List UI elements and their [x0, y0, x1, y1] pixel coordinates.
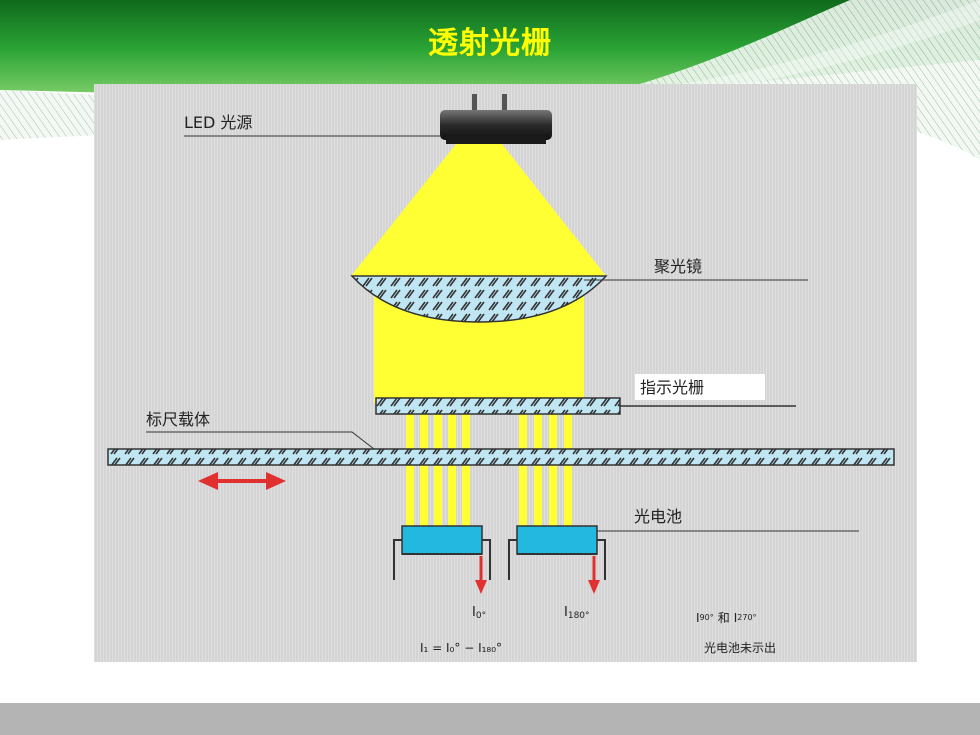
condenser-lens — [350, 275, 608, 323]
label-photocell: 光电池 — [634, 507, 682, 526]
led-source — [440, 94, 552, 144]
label-scale-carrier: 标尺载体 — [146, 410, 210, 429]
signal-i180: I180° — [564, 605, 590, 621]
leader-scale — [146, 431, 375, 450]
light-strip-3 — [434, 414, 442, 539]
light-cone — [351, 144, 606, 276]
output-arrow-right — [588, 556, 600, 594]
diagram-panel: LED 光源 聚光镜 指示光栅 标尺载体 光电池 I0° I180° I₁ = … — [94, 84, 917, 662]
label-led: LED 光源 — [184, 113, 252, 132]
footer-band — [0, 703, 980, 735]
light-strip-2 — [420, 414, 428, 539]
signal-i0: I0° — [472, 605, 486, 621]
signal-note: 光电池未示出 — [704, 641, 776, 655]
label-index-grating: 指示光栅 — [640, 378, 704, 397]
light-strip-1 — [406, 414, 414, 539]
light-strip-5 — [462, 414, 470, 539]
light-strip-6 — [519, 414, 527, 539]
light-strip-4 — [448, 414, 456, 539]
output-arrow-left — [475, 556, 487, 594]
label-condenser: 聚光镜 — [654, 257, 702, 276]
photocell-right — [508, 525, 606, 580]
signal-formula: I₁ = I₀° − I₁₈₀° — [420, 641, 502, 655]
light-strip-9 — [564, 414, 572, 539]
slide-title: 透射光栅 — [428, 26, 552, 61]
photocell-left — [393, 525, 491, 580]
movement-arrow — [198, 472, 286, 490]
light-strip-8 — [549, 414, 557, 539]
index-grating — [375, 397, 621, 415]
grating-diagram: LED 光源 聚光镜 指示光栅 标尺载体 光电池 I0° I180° I₁ = … — [107, 94, 895, 655]
light-strip-7 — [534, 414, 542, 539]
scale-carrier — [107, 448, 895, 466]
label-bg-index-grating — [635, 374, 765, 400]
